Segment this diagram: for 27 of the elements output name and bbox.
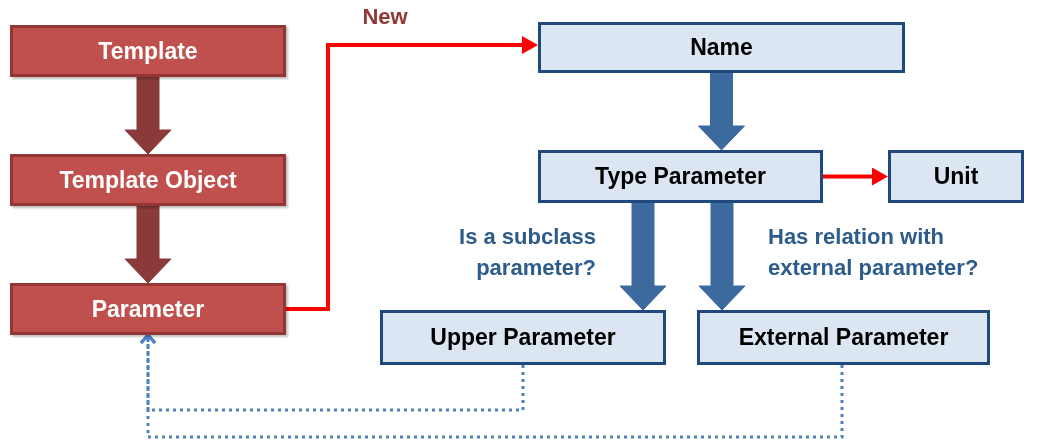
process-box [10, 25, 286, 77]
process-box [538, 22, 905, 73]
process-box [380, 310, 666, 365]
box-label: Unit [933, 163, 979, 190]
arrow [286, 36, 538, 311]
edge-label: Is a subclass parameter? [458, 223, 596, 282]
box-label: Name [690, 34, 753, 61]
box-label: Template [98, 37, 198, 65]
process-box [538, 150, 823, 203]
box-label: External Parameter [738, 324, 949, 351]
block-arrow [124, 205, 172, 284]
dotted-arrow [139, 333, 844, 439]
box-label: Parameter [91, 295, 205, 323]
block-arrow [124, 76, 172, 155]
box-label: Upper Parameter [430, 324, 616, 351]
process-box [10, 283, 286, 335]
box-label: Type Parameter [595, 163, 766, 190]
box-label: Template Object [59, 166, 237, 194]
block-arrow [698, 202, 746, 311]
block-arrow [698, 72, 745, 151]
edge-label: Has relation with external parameter? [768, 223, 980, 282]
arrow [823, 167, 888, 186]
process-box [697, 310, 990, 365]
block-arrow [619, 202, 667, 311]
edge-label: New [361, 3, 409, 31]
process-box [10, 154, 286, 206]
process-box [888, 150, 1024, 203]
